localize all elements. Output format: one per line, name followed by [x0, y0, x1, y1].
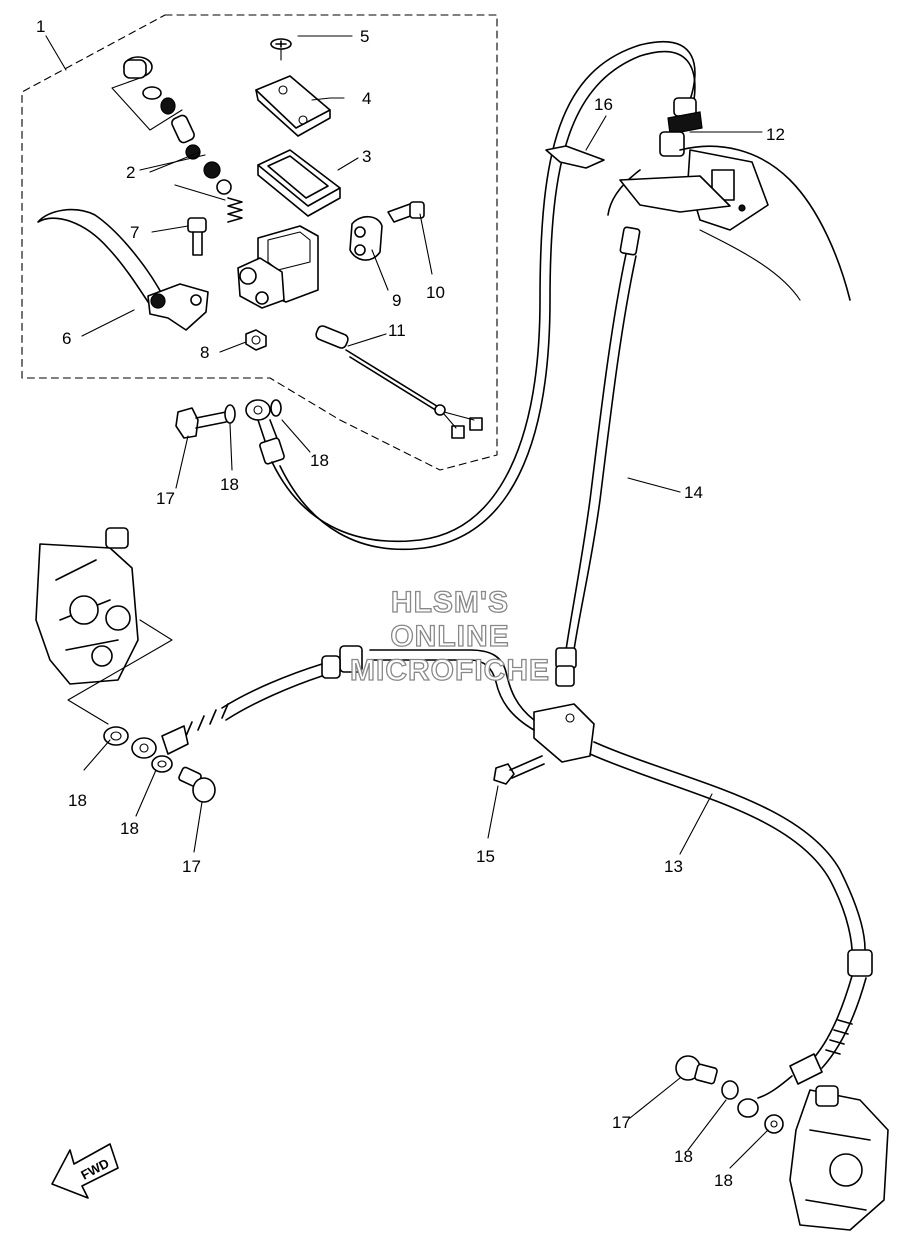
callout-17-upper: 17	[156, 489, 175, 508]
callout-16: 16	[594, 95, 613, 114]
callout-17-right: 17	[612, 1113, 631, 1132]
brake-hose-14	[555, 226, 641, 687]
callout-18-right-b: 18	[714, 1171, 733, 1190]
callout-11: 11	[388, 321, 406, 340]
bolt-17-left	[178, 766, 216, 803]
callout-9: 9	[392, 291, 401, 310]
callout-5: 5	[360, 27, 369, 46]
callout-10: 10	[426, 283, 445, 302]
brake-hose-13	[589, 741, 873, 1118]
callout-1: 1	[36, 17, 45, 36]
brake-hose-left	[131, 645, 535, 759]
callout-18-right-a: 18	[674, 1147, 693, 1166]
brake-hose-loop	[271, 40, 696, 543]
caliper-right	[789, 1085, 889, 1231]
washer-18b	[151, 755, 173, 773]
leader-lines	[45, 35, 769, 1169]
hose-fitting-12	[659, 97, 703, 157]
master-cylinder-assembly	[37, 38, 483, 439]
callout-18-upper-b: 18	[310, 451, 329, 470]
callout-labels: 1 2 3 4 5 6 7 8 9 10 11 12 13 14 15 16 1…	[36, 17, 785, 1190]
callout-13: 13	[664, 857, 683, 876]
watermark-line-3: MICROFICHE	[350, 654, 550, 687]
watermark: HLSM'S ONLINE MICROFICHE	[349, 585, 550, 687]
callout-8: 8	[200, 343, 209, 362]
assembly-boundary	[21, 14, 498, 471]
callout-15: 15	[476, 847, 495, 866]
callout-18-left-b: 18	[120, 819, 139, 838]
bolt-17-right	[675, 1055, 718, 1085]
callout-6: 6	[62, 329, 71, 348]
hose-joint	[493, 703, 595, 785]
fwd-arrow-icon: FWD	[51, 1143, 119, 1199]
watermark-line-2: ONLINE	[390, 620, 509, 653]
callout-14: 14	[684, 483, 703, 502]
callout-2: 2	[126, 163, 135, 182]
callout-12: 12	[766, 125, 785, 144]
callout-18-upper-a: 18	[220, 475, 239, 494]
callout-3: 3	[362, 147, 371, 166]
callout-17-left: 17	[182, 857, 201, 876]
frame-bracket	[545, 145, 851, 301]
callout-4: 4	[362, 89, 371, 108]
callout-18-left-a: 18	[68, 791, 87, 810]
upper-banjo	[175, 399, 285, 465]
watermark-line-1: HLSM'S	[391, 586, 509, 619]
caliper-left	[35, 527, 173, 725]
callout-7: 7	[130, 223, 139, 242]
